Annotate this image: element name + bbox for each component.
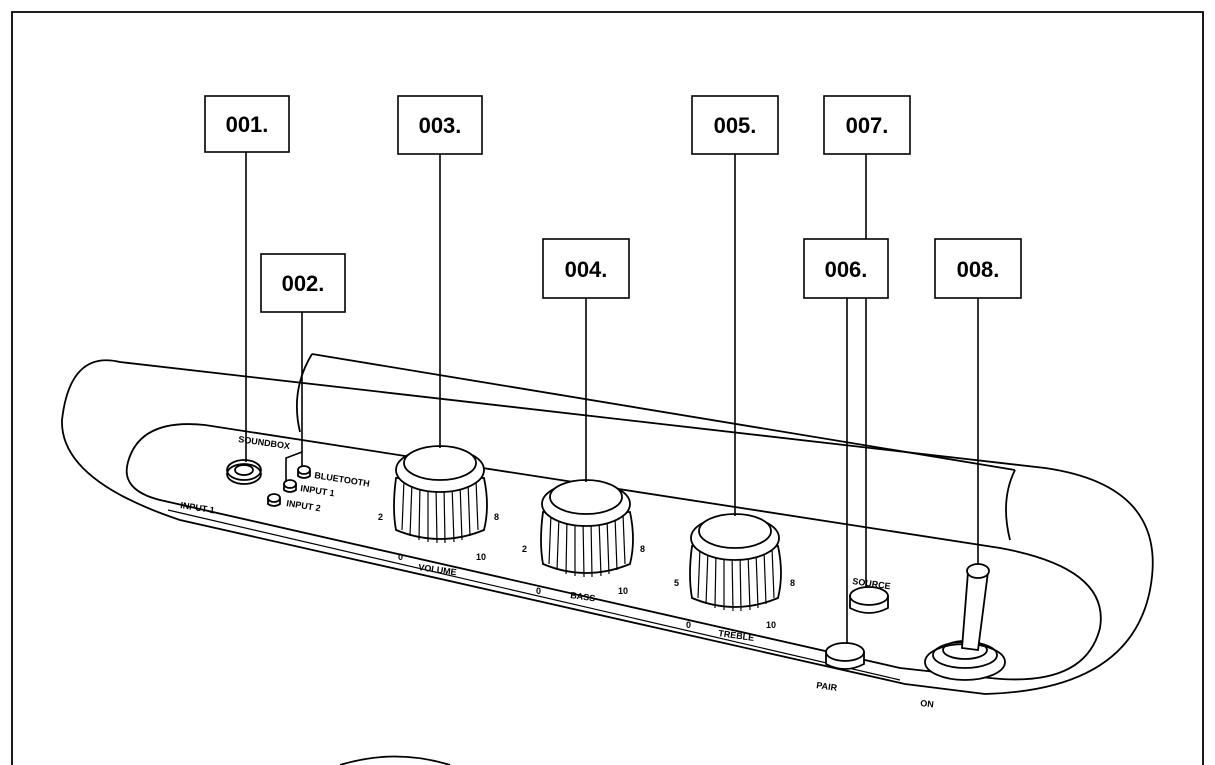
bass-scale-8: 8 (640, 544, 645, 554)
callout-007: 007. (823, 95, 911, 155)
bass-scale-max: 10 (618, 586, 628, 596)
volume-knob: 0 10 2 8 VOLUME (378, 445, 499, 577)
volume-scale-max: 10 (476, 552, 486, 562)
treble-scale-mid: 5 (674, 578, 679, 588)
callout-008: 008. (934, 238, 1022, 299)
pair-label-print: PAIR (816, 680, 839, 693)
panel-front-edge-lower (167, 509, 901, 681)
pair-button: PAIR (816, 642, 865, 693)
callout-001-label: 001. (226, 112, 269, 137)
callout-004-label: 004. (565, 257, 608, 282)
treble-scale-min: 0 (686, 620, 691, 630)
callout-005-label: 005. (714, 113, 757, 138)
led-input-2 (267, 493, 281, 507)
callout-002-label: 002. (282, 271, 325, 296)
top-ridge-left-curve (295, 353, 313, 433)
indicator-leds: BLUETOOTH INPUT 1 INPUT 2 (267, 465, 370, 513)
volume-scale-min: 0 (398, 552, 403, 562)
callout-003-label: 003. (419, 113, 462, 138)
switch-on-label-print: ON (920, 698, 934, 709)
power-toggle-switch: ON (920, 563, 1006, 709)
callout-003: 003. (397, 95, 483, 155)
diagram-frame (11, 11, 1204, 765)
jack-label-print: INPUT 1 (180, 500, 216, 515)
bass-scale-2: 2 (522, 544, 527, 554)
top-ridge-right-curve (1005, 469, 1016, 541)
callout-006-label: 006. (825, 257, 868, 282)
treble-scale-8: 8 (790, 578, 795, 588)
led-input-1 (283, 479, 297, 493)
input-jack (226, 459, 262, 485)
leader-002-branch (285, 451, 303, 482)
bass-knob: 0 10 2 8 BASS (522, 479, 645, 603)
callout-007-label: 007. (846, 113, 889, 138)
callout-005: 005. (691, 95, 779, 155)
treble-scale-max: 10 (766, 620, 776, 630)
panel-front-edge (159, 499, 901, 669)
top-ridge (311, 353, 1016, 471)
speaker-body-outline (61, 359, 1154, 695)
callout-004: 004. (542, 238, 630, 299)
callout-006: 006. (803, 238, 889, 299)
bass-scale-min: 0 (536, 586, 541, 596)
control-panel-recess (125, 423, 1102, 681)
treble-label-print: TREBLE (718, 628, 755, 643)
treble-knob: 0 10 5 8 TREBLE (674, 513, 795, 643)
callout-001: 001. (204, 95, 290, 153)
led-input1-label: INPUT 1 (300, 483, 336, 498)
volume-scale-8: 8 (494, 512, 499, 522)
source-button: SOURCE (849, 576, 891, 614)
led-bluetooth (297, 465, 311, 479)
volume-scale-2: 2 (378, 512, 383, 522)
led-input2-label: INPUT 2 (286, 498, 322, 513)
callout-002: 002. (260, 253, 346, 313)
bass-label-print: BASS (570, 590, 596, 603)
frame-notch (339, 755, 451, 765)
callout-008-label: 008. (957, 257, 1000, 282)
